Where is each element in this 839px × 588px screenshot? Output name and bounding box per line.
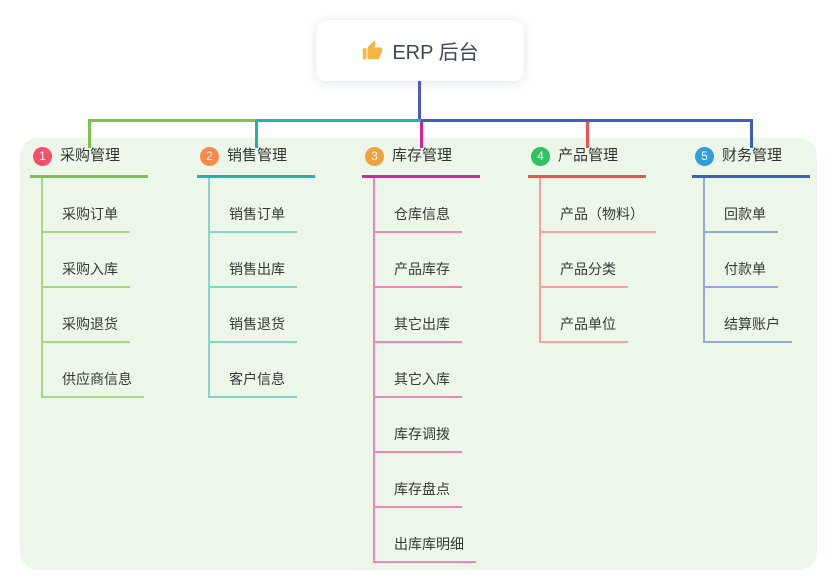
connector-line <box>749 119 753 148</box>
child-node[interactable]: 库存盘点 <box>375 453 476 508</box>
child-label: 库存调拨 <box>375 424 462 453</box>
child-node[interactable]: 结算账户 <box>705 288 792 343</box>
child-label: 其它入库 <box>375 369 462 398</box>
branch-children: 仓库信息 产品库存 其它出库 其它入库 库存调拨 库存盘点 出库库明细 <box>373 178 476 563</box>
child-node[interactable]: 产品单位 <box>541 288 656 343</box>
child-node[interactable]: 采购入库 <box>43 233 144 288</box>
connector-line <box>89 119 256 122</box>
child-label: 出库库明细 <box>375 534 476 563</box>
branch-header[interactable]: 5 财务管理 <box>692 146 810 178</box>
child-node[interactable]: 回款单 <box>705 178 792 233</box>
branch-header[interactable]: 1 采购管理 <box>30 146 148 178</box>
child-node[interactable]: 客户信息 <box>210 343 297 398</box>
connector-line <box>421 119 753 122</box>
branch-header[interactable]: 3 库存管理 <box>362 146 480 178</box>
branch-children: 回款单 付款单 结算账户 <box>703 178 792 343</box>
child-node[interactable]: 销售退货 <box>210 288 297 343</box>
child-label: 采购退货 <box>43 314 130 343</box>
root-node-erp[interactable]: ERP 后台 <box>316 20 524 81</box>
branch-node[interactable]: 4 产品管理 产品（物料） 产品分类 产品单位 <box>528 146 656 343</box>
branch-node[interactable]: 5 财务管理 回款单 付款单 结算账户 <box>692 146 810 343</box>
child-label: 采购入库 <box>43 259 130 288</box>
child-node[interactable]: 产品（物料） <box>541 178 656 233</box>
child-node[interactable]: 仓库信息 <box>375 178 476 233</box>
branch-number-badge: 5 <box>695 146 714 166</box>
branch-label: 财务管理 <box>722 147 783 164</box>
child-label: 销售退货 <box>210 314 297 343</box>
connector-line <box>419 122 423 148</box>
child-node[interactable]: 付款单 <box>705 233 792 288</box>
branch-number-badge: 1 <box>33 146 52 166</box>
child-label: 销售订单 <box>210 204 297 233</box>
branch-children: 采购订单 采购入库 采购退货 供应商信息 <box>41 178 144 398</box>
connector-line <box>418 81 421 122</box>
child-node[interactable]: 产品分类 <box>541 233 656 288</box>
child-node[interactable]: 采购订单 <box>43 178 144 233</box>
branch-node[interactable]: 1 采购管理 采购订单 采购入库 采购退货 供应商信息 <box>30 146 148 398</box>
child-node[interactable]: 采购退货 <box>43 288 144 343</box>
branch-children: 销售订单 销售出库 销售退货 客户信息 <box>208 178 297 398</box>
child-node[interactable]: 库存调拨 <box>375 398 476 453</box>
mindmap-background-panel <box>20 138 817 570</box>
connector-line <box>87 119 91 148</box>
connector-line <box>585 122 589 148</box>
child-label: 其它出库 <box>375 314 462 343</box>
child-label: 产品单位 <box>541 314 628 343</box>
branch-label: 产品管理 <box>558 147 619 164</box>
child-label: 销售出库 <box>210 259 297 288</box>
child-label: 产品库存 <box>375 259 462 288</box>
connector-line <box>256 119 421 122</box>
child-label: 付款单 <box>705 259 778 288</box>
connector-line <box>254 119 258 148</box>
branch-number-badge: 4 <box>531 146 550 166</box>
branch-number-badge: 3 <box>365 146 384 166</box>
child-label: 供应商信息 <box>43 369 144 398</box>
child-label: 结算账户 <box>705 314 792 343</box>
branch-label: 销售管理 <box>227 147 288 164</box>
child-node[interactable]: 其它出库 <box>375 288 476 343</box>
branch-number-badge: 2 <box>200 146 219 166</box>
branch-node[interactable]: 3 库存管理 仓库信息 产品库存 其它出库 其它入库 库存调拨 库存盘点 出库库… <box>362 146 480 563</box>
branch-node[interactable]: 2 销售管理 销售订单 销售出库 销售退货 客户信息 <box>197 146 315 398</box>
child-label: 产品（物料） <box>541 204 656 233</box>
child-label: 产品分类 <box>541 259 628 288</box>
branch-label: 采购管理 <box>60 147 121 164</box>
child-node[interactable]: 供应商信息 <box>43 343 144 398</box>
child-node[interactable]: 其它入库 <box>375 343 476 398</box>
child-node[interactable]: 产品库存 <box>375 233 476 288</box>
branch-header[interactable]: 2 销售管理 <box>197 146 315 178</box>
child-node[interactable]: 销售出库 <box>210 233 297 288</box>
branch-children: 产品（物料） 产品分类 产品单位 <box>539 178 656 343</box>
branch-label: 库存管理 <box>392 147 453 164</box>
child-label: 回款单 <box>705 204 778 233</box>
thumbs-up-icon <box>361 40 383 62</box>
child-label: 库存盘点 <box>375 479 462 508</box>
branch-header[interactable]: 4 产品管理 <box>528 146 646 178</box>
child-label: 仓库信息 <box>375 204 462 233</box>
child-node[interactable]: 出库库明细 <box>375 508 476 563</box>
child-label: 客户信息 <box>210 369 297 398</box>
child-node[interactable]: 销售订单 <box>210 178 297 233</box>
root-title: ERP 后台 <box>392 42 479 64</box>
child-label: 采购订单 <box>43 204 130 233</box>
